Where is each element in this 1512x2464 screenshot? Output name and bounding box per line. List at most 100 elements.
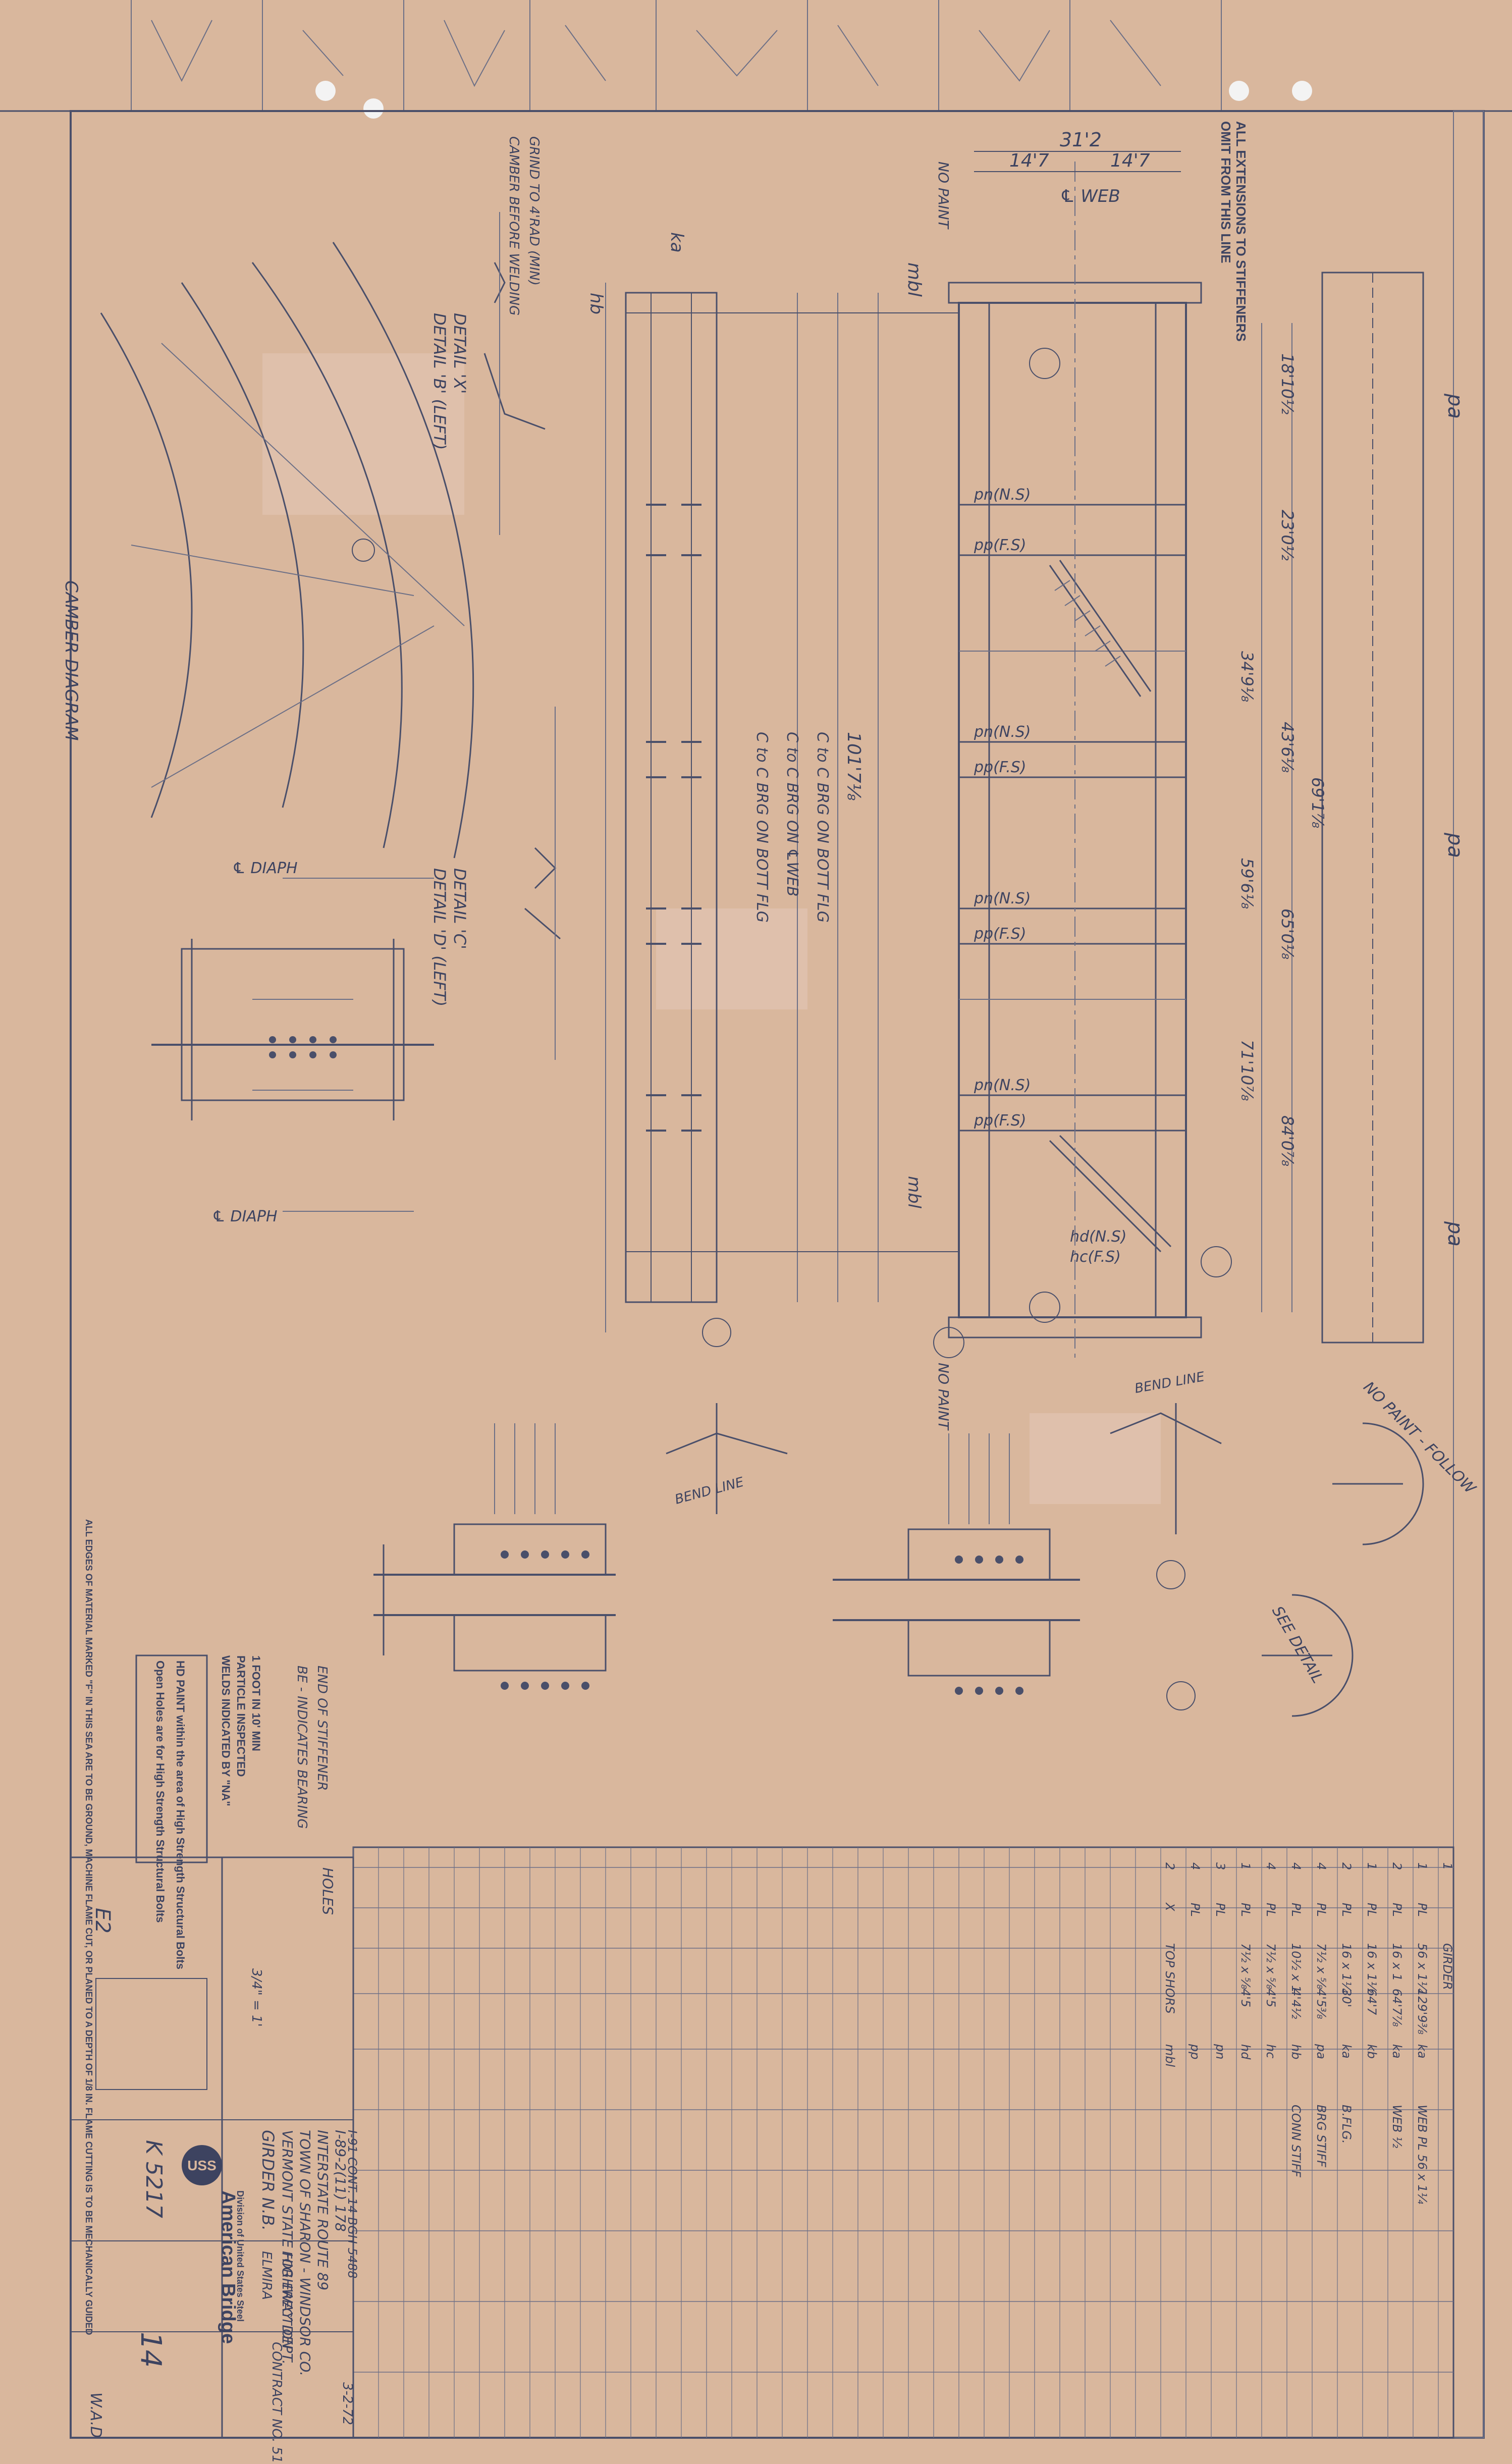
bom-cell: X [1163, 1902, 1177, 1911]
bom-cell: 1 [1365, 1862, 1379, 1870]
bom-cell: PL [1415, 1903, 1429, 1917]
punch-hole [315, 81, 336, 101]
bom-cell: 16 x 1¼ [1339, 1943, 1354, 1993]
girder-plan-view: 101'7⅛ C to C BRG ON BOTT FLG C to C BRG… [586, 232, 959, 1431]
punch-hole [363, 98, 384, 119]
punch-hole [1229, 81, 1249, 101]
bom-cell: B.FLG. [1339, 2105, 1354, 2144]
label-pn-ns-1: pn(N.S) [974, 486, 1031, 504]
diaph-centerline-top: ℄ DIAPH [232, 860, 298, 877]
paper-stain-3 [1030, 1413, 1161, 1504]
bom-cell: PL [1264, 1903, 1278, 1917]
location: TOWN OF SHARON - WINDSOR CO. [297, 2130, 313, 2376]
uss-logo: USS [182, 2145, 222, 2185]
note-open-holes: Open Holes are for High Strength Structu… [154, 1660, 167, 1923]
label-hb: hb [586, 293, 606, 314]
revision-initials: W.A.D [87, 2392, 104, 2438]
label-mbl-bot: mbl [904, 1176, 924, 1209]
camber-diagram: CAMBER DIAGRAM [61, 242, 474, 859]
bom-cell: WEB PL 56 x 1¼ [1415, 2105, 1429, 2204]
client-name: VERMONT STATE HIGHWAY DEPT. [279, 2130, 296, 2365]
bom-cell: ka [1339, 2044, 1354, 2059]
dim-cc-web: C to C BRG ON ℄WEB [783, 732, 801, 897]
bom-cell: BRG STIFF [1314, 2105, 1328, 2168]
label-pp-fs-2: pp(F.S) [974, 759, 1026, 776]
label-pa-top: pa [1443, 393, 1467, 419]
bom-cell: 1 [1238, 1862, 1253, 1870]
detail-x-label: DETAIL 'X' [450, 313, 469, 394]
dim-d3: 34'9⅛ [1237, 651, 1257, 702]
dim-d9: 84'0⅞ [1278, 1115, 1297, 1166]
paper-stain-2 [656, 908, 807, 1009]
dim-d4: 43'6⅛ [1278, 722, 1297, 773]
bom-cell: ka [1415, 2044, 1429, 2059]
bom-cell: 56 x 1¼ [1415, 1943, 1429, 1993]
dim-cc-bot: C to C BRG ON BOTT FLG [814, 732, 831, 923]
bom-cell: PL [1188, 1903, 1202, 1917]
bom-cell: 2 [1163, 1862, 1177, 1870]
made-by: ELMIRA [259, 2251, 274, 2300]
bom-cell: 4'5⅜ [1314, 1989, 1328, 2019]
detail-c-label: DETAIL 'C' [450, 868, 469, 949]
drawing-number: K 5217 [141, 2140, 167, 2218]
label-pp-fs-1: pp(F.S) [974, 537, 1026, 554]
bom-cell: mbl [1163, 2044, 1177, 2067]
contract-id: I-89-2(11) 178 [332, 2130, 349, 2232]
sheet-number: 14 [134, 2332, 167, 2368]
camber-note-grind: GRIND TO 4'RAD (MIN) [526, 136, 542, 286]
bom-cell: PL [1238, 1903, 1253, 1917]
punch-hole [1292, 81, 1312, 101]
extensions-note: ALL EXTENSIONS TO STIFFENERS [1233, 121, 1249, 342]
dim-d2: 23'0½ [1278, 510, 1297, 561]
bom-cell: PL [1339, 1903, 1354, 1917]
project-name: GIRDER N.B. [258, 2130, 278, 2231]
note-particle: PARTICLE INSPECTED [235, 1655, 247, 1777]
girder-elevation [933, 151, 1424, 1363]
note-all-edges: ALL EDGES OF MATERIAL MARKED "F" IN THIS… [84, 1519, 94, 2335]
note-holes: HOLES [319, 1867, 336, 1915]
note-hd-paint: HD PAINT within the area of High Strengt… [174, 1660, 187, 1969]
no-paint-bottom: NO PAINT [935, 1363, 952, 1431]
bom-cell: pn [1213, 2044, 1227, 2059]
label-hc-fs: hc(F.S) [1070, 1248, 1121, 1266]
bom-cell: 4'5 [1238, 1989, 1253, 2007]
dim-d1: 18'10½ [1278, 353, 1297, 414]
camber-diagram-title: CAMBER DIAGRAM [61, 580, 81, 741]
scale: 3/4" = 1' [249, 1968, 264, 2027]
job-route: INTERSTATE ROUTE 89 [314, 2130, 331, 2290]
detail-b-label: DETAIL 'B' (LEFT) [430, 313, 449, 450]
bom-cell: GIRDER [1440, 1943, 1454, 1990]
detail-x-b: DETAIL 'X' DETAIL 'B' (LEFT) GRIND TO 4'… [430, 136, 546, 535]
bom-cell: kb [1365, 2044, 1379, 2059]
label-pn-ns-4: pn(N.S) [974, 1077, 1031, 1094]
diaph-centerline-bottom: ℄ DIAPH [212, 1208, 278, 1225]
bom-cell: hb [1289, 2044, 1303, 2059]
bom-cell: PL [1289, 1903, 1303, 1917]
bom-cell: 1 [1415, 1862, 1429, 1870]
dim-half-left: 14'7 [1009, 150, 1049, 171]
dim-top-overall: 31'2 [1060, 129, 1102, 151]
bom-cell: 4'4½ [1289, 1989, 1303, 2019]
bom-cell: 7½ x ⅝ [1314, 1943, 1328, 1989]
company-division: Division of United States Steel [235, 2190, 245, 2322]
bom-cell: 2 [1339, 1862, 1354, 1870]
label-pa-bottom: pa [1443, 1221, 1467, 1247]
bom-cell: 4 [1289, 1862, 1303, 1870]
dim-cc-bott2: C to C BRG ON BOTT FLG [753, 732, 771, 923]
contract-no: CONTRACT NO. 511 [269, 2342, 284, 2464]
bom-cell: pa [1314, 2044, 1328, 2059]
label-hd-ns: hd(N.S) [1070, 1228, 1127, 1246]
company-name: American Bridge [218, 2190, 239, 2344]
bom-cell: 10½ x 1 [1289, 1943, 1303, 1993]
note-foot: 1 FOOT IN 10' MIN [250, 1655, 262, 1751]
notes-area: Open Holes are for High Strength Structu… [84, 1519, 336, 2335]
bom-cell: 2 [1390, 1862, 1404, 1870]
bom-cell: 16 x 1 [1390, 1943, 1404, 1981]
sub-contract: I-91 CONT. 14 BGH 5488 [345, 2130, 359, 2279]
dim-d5: 59'6⅛ [1237, 858, 1257, 909]
dim-overall-bot: 101'7⅛ [843, 732, 864, 801]
detail-c-d: DETAIL 'C' DETAIL 'D' (LEFT) [430, 707, 561, 1060]
bom-cell: 7½ x ⅝ [1264, 1943, 1278, 1989]
sheet-label: E2 [91, 1908, 114, 1934]
